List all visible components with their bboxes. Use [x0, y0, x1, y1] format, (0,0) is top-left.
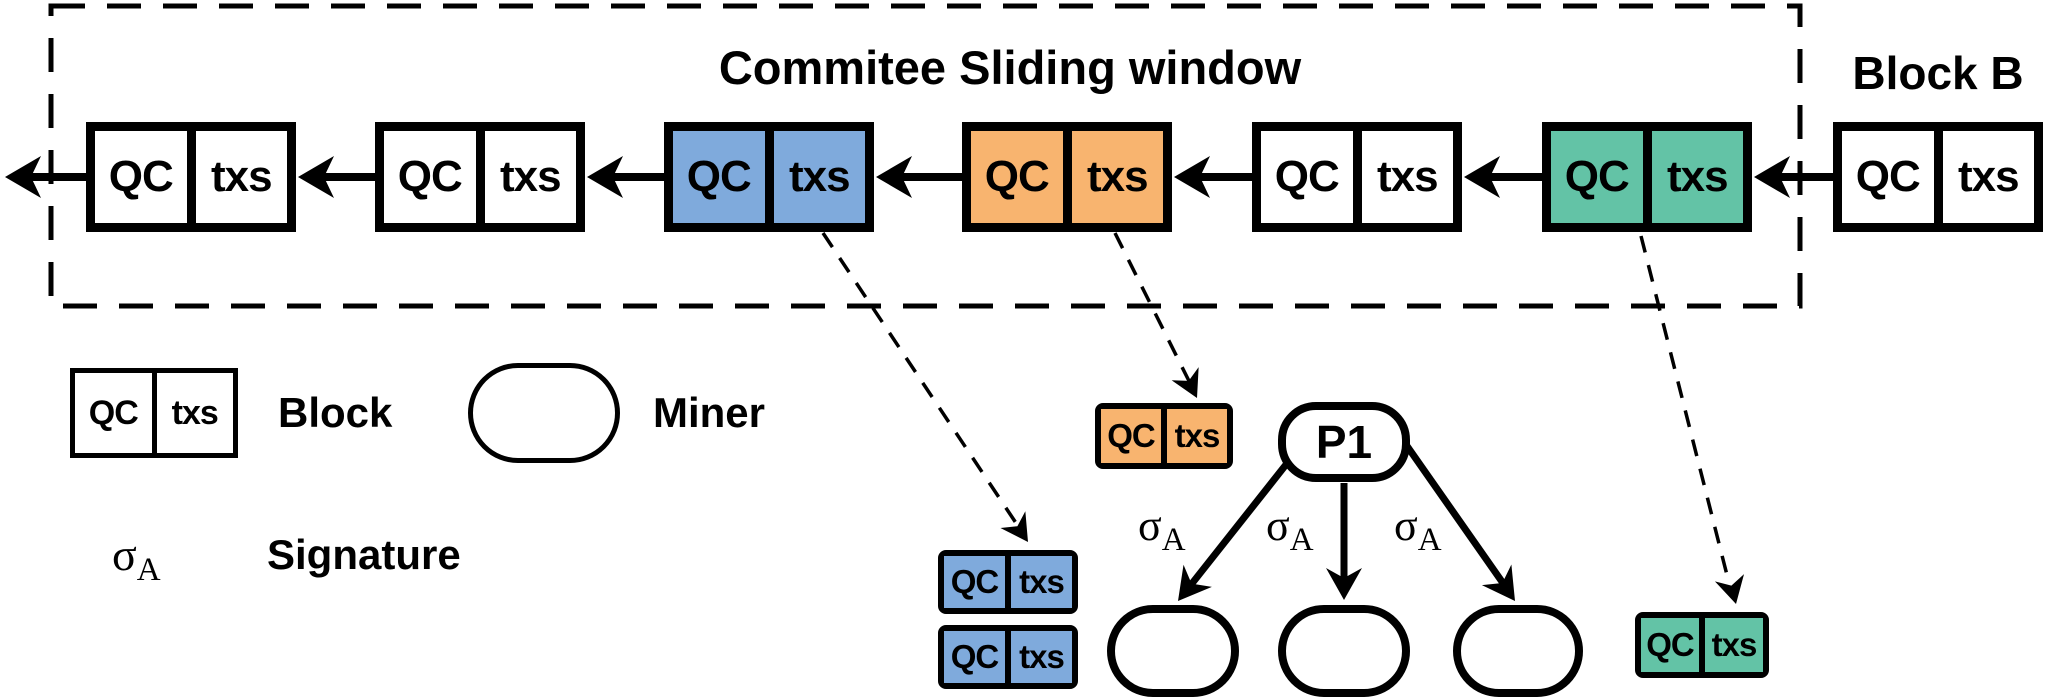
qc-cell: QC	[944, 556, 1011, 608]
chain-block-1: QC txs	[86, 122, 296, 232]
txs-cell: txs	[499, 152, 562, 201]
sigma-subscript: A	[1417, 521, 1442, 558]
txs-cell: txs	[773, 131, 865, 223]
qc-cell: QC	[944, 631, 1011, 683]
qc-cell: QC	[1551, 131, 1652, 223]
legend-miner-label: Miner	[653, 389, 766, 436]
txs-cell: txs	[171, 393, 219, 432]
miner-1	[1107, 605, 1239, 697]
block-b-title: Block B	[1852, 47, 2024, 99]
legend-signature-label: Signature	[267, 531, 461, 578]
detached-block-blue-2: QC txs	[938, 625, 1078, 689]
detached-block-blue-1: QC txs	[938, 550, 1078, 614]
chain-block-b: QC txs	[1833, 122, 2043, 232]
qc-cell: QC	[971, 131, 1072, 223]
sigma-glyph: σ	[1138, 501, 1162, 550]
txs-cell: txs	[1376, 152, 1439, 201]
qc-cell: QC	[1641, 618, 1705, 672]
chain-block-4-orange: QC txs	[962, 122, 1172, 232]
sliding-window-frame	[48, 3, 1803, 309]
chain-arrowheads	[5, 156, 1790, 198]
sigma-glyph: σ	[112, 529, 137, 580]
sigma-glyph: σ	[1394, 501, 1418, 550]
txs-cell: txs	[1957, 152, 2020, 201]
chain-block-6-green: QC txs	[1542, 122, 1752, 232]
txs-cell: txs	[1167, 409, 1227, 463]
miner-2	[1278, 605, 1410, 697]
sigma-subscript: A	[1161, 521, 1186, 558]
detached-block-orange: QC txs	[1095, 403, 1233, 469]
legend-signature-symbol: σA	[112, 528, 161, 587]
chain-block-5: QC txs	[1252, 122, 1462, 232]
qc-cell: QC	[75, 373, 157, 453]
signature-annotation-2: σA	[1266, 500, 1314, 556]
signature-annotation-1: σA	[1138, 500, 1186, 556]
signature-arrow-shafts	[1187, 443, 1508, 589]
qc-cell: QC	[1842, 131, 1943, 223]
proposer-miner-p1: P1	[1278, 402, 1410, 482]
txs-cell: txs	[1071, 131, 1163, 223]
sigma-subscript: A	[136, 552, 161, 589]
proposer-label: P1	[1315, 416, 1373, 468]
sliding-window-title: Commitee Sliding window	[718, 41, 1302, 94]
txs-cell: txs	[1011, 631, 1072, 683]
legend-block-symbol: QC txs	[70, 368, 238, 458]
sigma-glyph: σ	[1266, 501, 1290, 550]
signature-annotation-3: σA	[1394, 500, 1442, 556]
txs-cell: txs	[210, 152, 273, 201]
dashed-arrowheads	[1000, 367, 1745, 604]
miner-3	[1453, 605, 1583, 697]
chain-block-3-blue: QC txs	[664, 122, 874, 232]
qc-cell: QC	[1261, 131, 1362, 223]
qc-cell: QC	[673, 131, 774, 223]
txs-cell: txs	[1651, 131, 1743, 223]
detached-block-green: QC txs	[1635, 612, 1769, 678]
chain-block-2: QC txs	[375, 122, 585, 232]
qc-cell: QC	[95, 131, 196, 223]
qc-cell: QC	[1101, 409, 1167, 463]
legend-block-label: Block	[278, 389, 393, 436]
txs-cell: txs	[1011, 556, 1072, 608]
qc-cell: QC	[384, 131, 485, 223]
sigma-subscript: A	[1289, 521, 1314, 558]
txs-cell: txs	[1705, 618, 1763, 672]
legend-miner-symbol	[468, 363, 620, 463]
signature-arrowheads	[1178, 564, 1515, 601]
